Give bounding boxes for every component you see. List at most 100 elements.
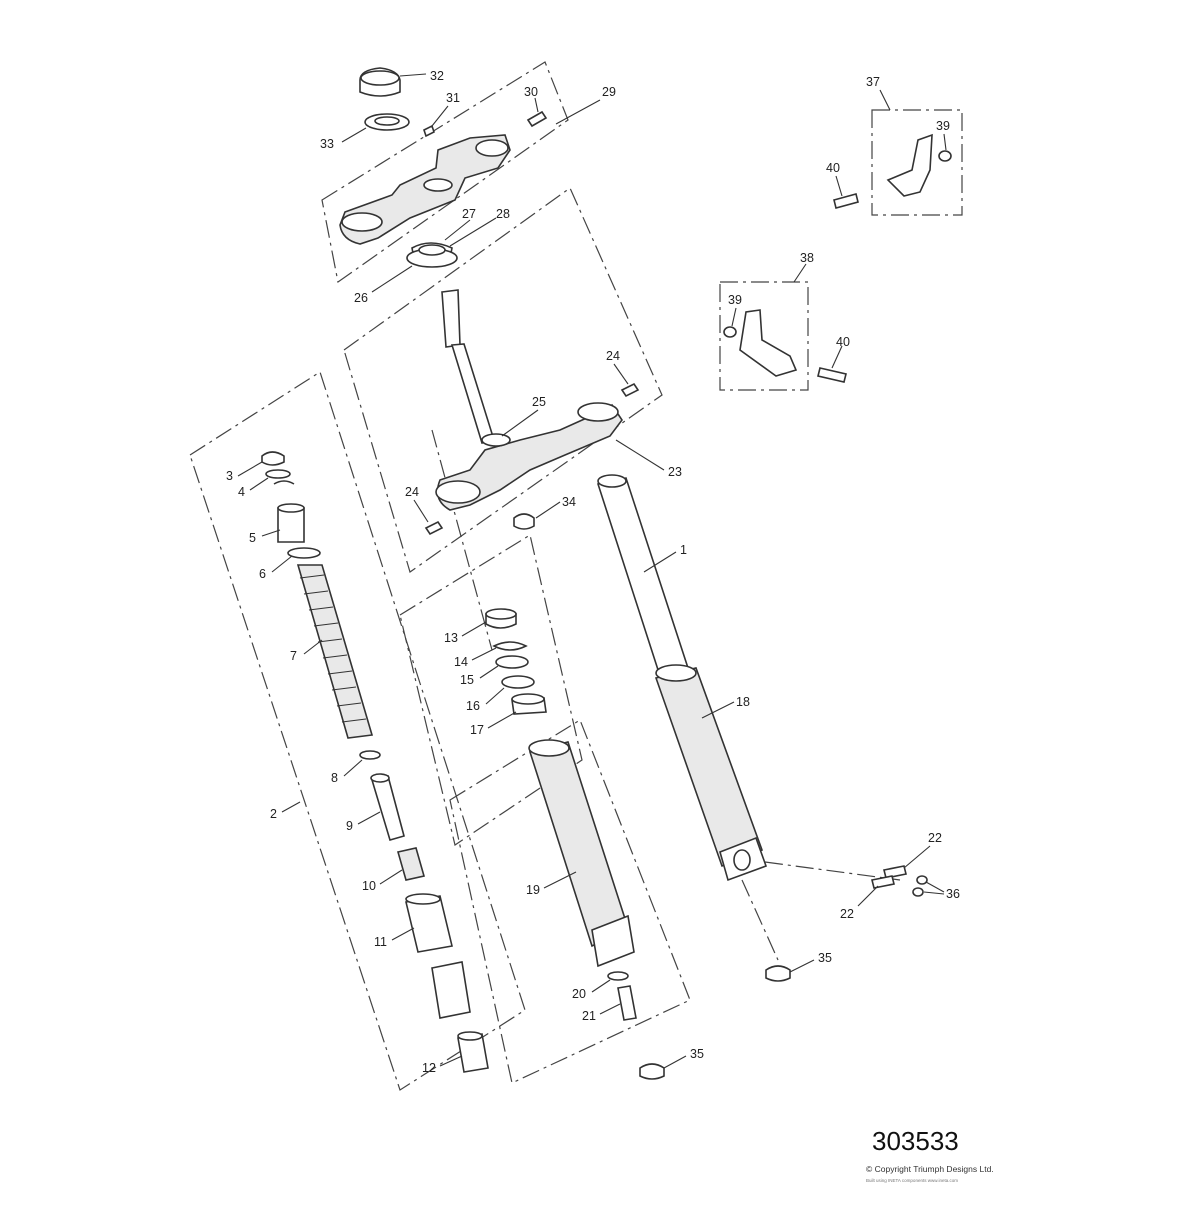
bearing-15 xyxy=(495,655,529,669)
leader-22a xyxy=(903,845,931,869)
dust-seal-26-inner xyxy=(418,244,446,256)
bottom-yoke-group-outline xyxy=(343,187,663,573)
variant-parts xyxy=(723,133,952,383)
leader-9 xyxy=(357,811,381,825)
leader-5 xyxy=(261,529,281,537)
top-yoke-group-outline xyxy=(321,61,569,284)
top-plug-3 xyxy=(261,451,285,466)
cap-35-upper xyxy=(765,965,791,982)
callout-28: 28 xyxy=(496,207,510,221)
callout-27: 27 xyxy=(462,207,476,221)
callout-21: 21 xyxy=(582,1009,596,1023)
leader-1 xyxy=(643,551,677,573)
nut-39b xyxy=(723,326,737,338)
callout-35b: 35 xyxy=(690,1047,704,1061)
callout-6: 6 xyxy=(259,567,266,581)
callout-8: 8 xyxy=(331,771,338,785)
callout-38: 38 xyxy=(800,251,814,265)
leader-12 xyxy=(439,1055,463,1067)
bush-17-top xyxy=(511,693,545,705)
top-yoke-left-clamp xyxy=(341,212,383,232)
callout-34: 34 xyxy=(562,495,576,509)
leader-33 xyxy=(341,127,367,143)
callout-15: 15 xyxy=(460,673,474,687)
callout-22b: 22 xyxy=(840,907,854,921)
callout-39a: 39 xyxy=(936,119,950,133)
variant-37-outline xyxy=(871,109,963,216)
leader-18 xyxy=(701,701,735,719)
inner-tube-1-top xyxy=(597,474,627,488)
axle-centreline xyxy=(764,861,901,881)
damper-tube-lower xyxy=(431,961,471,1019)
callout-13: 13 xyxy=(444,631,458,645)
callout-10: 10 xyxy=(362,879,376,893)
callout-18: 18 xyxy=(736,695,750,709)
leader-30 xyxy=(534,97,539,113)
indicator-pin-31 xyxy=(423,124,435,138)
leader-23 xyxy=(615,439,665,471)
top-nut-cap-top xyxy=(360,70,400,86)
callout-22a: 22 xyxy=(928,831,942,845)
steering-stem-shaft xyxy=(450,343,496,444)
leader-10 xyxy=(379,869,403,885)
bearing-13-top xyxy=(485,608,517,620)
callout-23: 23 xyxy=(668,465,682,479)
leader-24b xyxy=(413,499,429,523)
lower-leg-19 xyxy=(528,741,629,948)
bolt-30 xyxy=(526,110,548,128)
callout-31: 31 xyxy=(446,91,460,105)
fork-assembly-group xyxy=(596,474,928,982)
damper-group xyxy=(261,451,489,1073)
bearing-group xyxy=(485,608,547,715)
callout-12: 12 xyxy=(422,1061,436,1075)
callout-40a: 40 xyxy=(826,161,840,175)
axle-hole xyxy=(733,849,751,871)
bottom-yoke-right-clamp xyxy=(577,402,619,422)
leader-39a xyxy=(943,133,947,151)
leader-8 xyxy=(343,759,363,777)
spring-coils xyxy=(299,574,367,723)
callout-labels: 1 2 3 4 5 6 7 8 9 10 11 12 13 14 15 16 1… xyxy=(226,69,960,1075)
lock-washer-14 xyxy=(492,641,528,651)
callout-30: 30 xyxy=(524,85,538,99)
leader-16 xyxy=(485,687,505,705)
damper-group-outline xyxy=(189,371,526,1091)
drawing-number: 303533 xyxy=(872,1126,959,1156)
callout-37: 37 xyxy=(866,75,880,89)
bolt-21 xyxy=(617,985,637,1021)
cap-35-lower xyxy=(639,1063,665,1080)
lower-leg-19-top xyxy=(528,739,570,757)
leader-40b xyxy=(831,345,843,369)
leader-6 xyxy=(271,555,293,573)
callout-5: 5 xyxy=(249,531,256,545)
leader-40a xyxy=(835,175,843,197)
bolt-40a xyxy=(833,193,859,209)
bolt-40b xyxy=(817,367,847,383)
o-ring-8 xyxy=(359,750,381,760)
leader-39b xyxy=(731,307,737,327)
callout-35a: 35 xyxy=(818,951,832,965)
leader-32 xyxy=(399,73,427,77)
top-yoke-29 xyxy=(339,134,511,245)
o-ring-4 xyxy=(265,469,291,479)
callout-4: 4 xyxy=(238,485,245,499)
leader-3 xyxy=(237,461,263,477)
stem-collar-25 xyxy=(481,433,511,447)
leader-35a xyxy=(789,959,815,973)
pinch-bolt-22a xyxy=(883,865,907,879)
leader-26 xyxy=(371,265,413,293)
leader-13 xyxy=(461,621,487,637)
leader-19 xyxy=(543,871,577,889)
callout-32: 32 xyxy=(430,69,444,83)
leader-20 xyxy=(591,979,611,993)
bracket-37 xyxy=(886,133,933,197)
stem-centreline xyxy=(431,429,493,651)
leader-34 xyxy=(535,501,561,519)
inner-tube-1 xyxy=(596,477,690,677)
circlip xyxy=(273,480,295,485)
leader-2 xyxy=(281,801,301,813)
leader-14 xyxy=(471,647,497,661)
callout-20: 20 xyxy=(572,987,586,1001)
washer-36b xyxy=(912,887,924,897)
